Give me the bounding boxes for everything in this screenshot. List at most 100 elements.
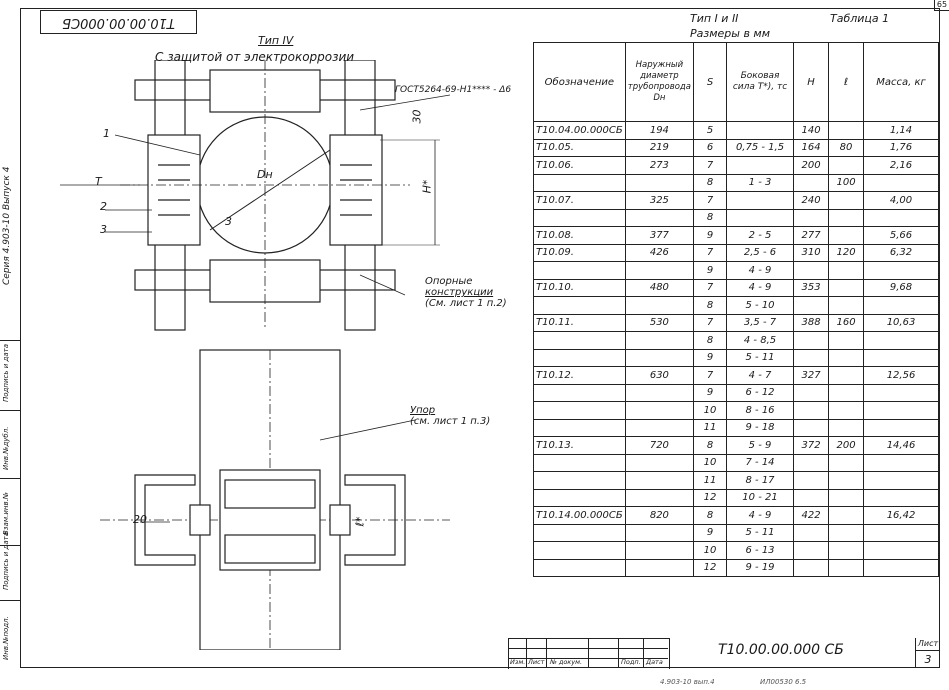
cell-h xyxy=(793,471,830,490)
cell-h xyxy=(793,208,830,227)
cell-h xyxy=(793,331,830,350)
stamp-col-list: Лист xyxy=(528,658,545,666)
dim-30: 30 xyxy=(410,109,424,124)
cell-h: 422 xyxy=(793,506,830,525)
cell-designation: T10.10. xyxy=(533,278,626,297)
cell-designation xyxy=(533,331,626,350)
cell-h: 200 xyxy=(793,156,830,175)
cell-force: 4 - 9 xyxy=(726,278,795,297)
cell-l: 120 xyxy=(828,243,865,262)
cell-mass: 14,46 xyxy=(863,436,939,455)
cell-mass: 5,66 xyxy=(863,226,939,245)
sheet-box: Лист 3 xyxy=(915,638,940,668)
cell-mass xyxy=(863,261,939,280)
cell-s: 9 xyxy=(693,226,728,245)
cell-mass xyxy=(863,488,939,507)
cell-h xyxy=(793,558,830,577)
cell-h: 388 xyxy=(793,313,830,332)
cell-diameter xyxy=(624,523,695,542)
cell-mass: 16,42 xyxy=(863,506,939,525)
cell-force: 8 - 16 xyxy=(726,401,795,420)
cell-designation: T10.14.00.000СБ xyxy=(533,506,626,525)
cell-designation: T10.04.00.000СБ xyxy=(533,121,626,140)
header-diameter: Наружный диаметр трубопровода Dн xyxy=(624,42,695,122)
cell-l xyxy=(828,366,865,385)
cell-l xyxy=(828,226,865,245)
cell-s: 12 xyxy=(693,488,728,507)
cell-mass xyxy=(863,296,939,315)
cell-mass: 12,56 xyxy=(863,366,939,385)
cell-diameter xyxy=(624,453,695,472)
cell-l xyxy=(828,401,865,420)
cell-mass xyxy=(863,523,939,542)
cell-diameter xyxy=(624,541,695,560)
cell-h: 353 xyxy=(793,278,830,297)
cell-designation xyxy=(533,173,626,192)
cell-l xyxy=(828,471,865,490)
cell-designation: T10.11. xyxy=(533,313,626,332)
cell-force: 7 - 14 xyxy=(726,453,795,472)
cell-l xyxy=(828,541,865,560)
cell-diameter xyxy=(624,348,695,367)
cell-s: 8 xyxy=(693,331,728,350)
cell-designation: T10.12. xyxy=(533,366,626,385)
header-s: S xyxy=(693,42,728,122)
types-heading: Тип I и II xyxy=(690,12,739,25)
cell-force: 5 - 9 xyxy=(726,436,795,455)
assembly-drawing xyxy=(60,60,451,650)
cell-h xyxy=(793,541,830,560)
header-mass: Масса, кг xyxy=(863,42,939,122)
channel-right xyxy=(344,474,406,566)
cell-force: 4 - 7 xyxy=(726,366,795,385)
cell-s: 11 xyxy=(693,418,728,437)
cell-h xyxy=(793,173,830,192)
cell-force: 6 - 13 xyxy=(726,541,795,560)
cell-diameter xyxy=(624,208,695,227)
cell-s: 7 xyxy=(693,191,728,210)
strip-label-5: Подпись и дата xyxy=(2,344,10,402)
cell-mass: 6,32 xyxy=(863,243,939,262)
cell-l: 200 xyxy=(828,436,865,455)
sizes-table: Обозначение Наружный диаметр трубопровод… xyxy=(533,42,939,577)
cell-l xyxy=(828,506,865,525)
cell-force: 2 - 5 xyxy=(726,226,795,245)
cell-h: 164 xyxy=(793,138,830,157)
stamp-title: T10.00.00.000 СБ xyxy=(718,642,844,658)
stamp-col-izm: Изм. xyxy=(510,658,526,666)
callout-1: 1 xyxy=(103,127,110,140)
cell-mass xyxy=(863,541,939,560)
diameter-label: Dн xyxy=(257,168,273,181)
cell-mass xyxy=(863,401,939,420)
cell-h xyxy=(793,383,830,402)
cell-l xyxy=(828,331,865,350)
cell-s: 7 xyxy=(693,243,728,262)
stamp-col-doc: № докум. xyxy=(550,658,583,666)
cell-s: 7 xyxy=(693,313,728,332)
header-designation: Обозначение xyxy=(533,42,626,122)
cell-diameter: 480 xyxy=(624,278,695,297)
cell-diameter: 720 xyxy=(624,436,695,455)
cell-mass xyxy=(863,173,939,192)
cell-diameter: 219 xyxy=(624,138,695,157)
strip-label-3: Взам.инв.№ xyxy=(2,491,10,535)
cell-h: 310 xyxy=(793,243,830,262)
cell-designation xyxy=(533,471,626,490)
cell-diameter xyxy=(624,471,695,490)
cell-diameter: 820 xyxy=(624,506,695,525)
cell-designation: T10.06. xyxy=(533,156,626,175)
cell-s: 7 xyxy=(693,278,728,297)
cell-mass xyxy=(863,383,939,402)
cell-designation xyxy=(533,558,626,577)
cell-designation: T10.07. xyxy=(533,191,626,210)
cell-diameter xyxy=(624,173,695,192)
cell-diameter xyxy=(624,418,695,437)
cell-h xyxy=(793,348,830,367)
